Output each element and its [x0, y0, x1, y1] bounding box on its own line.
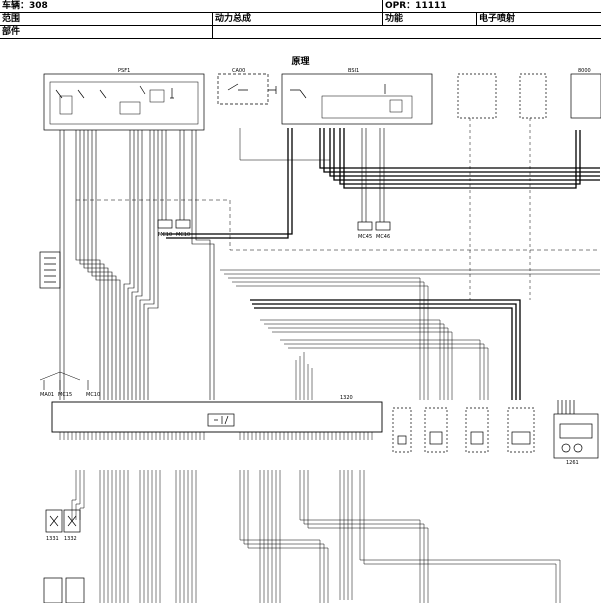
sensor-box-1: [457, 73, 497, 119]
title-row-3: 部件: [0, 26, 601, 39]
component-8000-box: [570, 73, 601, 119]
opr-label: OPR：11111: [382, 0, 601, 12]
label-1320: 1320: [340, 395, 353, 401]
mc10b-connector: [175, 219, 191, 229]
label-mc10a: MC10: [158, 232, 172, 238]
psf1-box: [43, 73, 205, 131]
bsi1-box: [281, 73, 433, 125]
right-sensor-boxes: [392, 407, 535, 453]
label-mc10c: MC10: [86, 392, 100, 398]
label-1261: 1261: [566, 460, 579, 466]
title-block: 车辆：308 OPR：11111 范围 动力总成 功能 电子喷射 部件 原理: [0, 0, 601, 67]
mc46-connector: [375, 221, 391, 231]
psf1-wires: [59, 130, 215, 400]
part-label: 部件: [2, 27, 21, 37]
diagram-labels: PSF1 CA00 BSI1 1320 8000 1261 1331 1332 …: [40, 68, 591, 542]
ecu-output-pins: [59, 432, 373, 440]
ca00-box: [217, 73, 277, 105]
label-8000: 8000: [578, 68, 591, 74]
ecu-input-wires: [220, 269, 600, 400]
sensor-box-2: [519, 73, 547, 119]
mc10a-connector: [157, 219, 173, 229]
sensor-icon-2: [429, 431, 443, 445]
label-mc46: MC46: [376, 234, 390, 240]
label-mc45: MC45: [358, 234, 372, 240]
ecu-lower-wires: [71, 470, 561, 603]
injector-1332: [63, 509, 81, 533]
label-1331: 1331: [46, 536, 59, 542]
bb00-connector: [39, 251, 61, 289]
injector-1331: [45, 509, 63, 533]
function-label: 功能: [382, 13, 476, 25]
label-psf1: PSF1: [118, 68, 130, 74]
vehicle-label: 车辆：308: [2, 1, 48, 11]
component-1261-box: [553, 400, 599, 459]
part-value: [212, 26, 601, 38]
sensor-icon-1: [397, 435, 407, 445]
label-bsi1: BSI1: [348, 68, 359, 74]
sensor-icon-4: [511, 431, 531, 445]
main-harness: [162, 128, 600, 400]
sensor-icon-3: [470, 431, 484, 445]
lower-component-2: [65, 577, 85, 603]
mc45-connector: [357, 221, 373, 231]
section-title: 原理: [291, 57, 310, 67]
label-1332: 1332: [64, 536, 77, 542]
function-value: 电子喷射: [476, 13, 601, 25]
lower-component-1: [43, 577, 63, 603]
scope-value: 动力总成: [212, 13, 382, 25]
label-mc15: MC15: [58, 392, 72, 398]
scope-label: 范围: [2, 14, 21, 24]
label-ma01: MA01: [40, 392, 54, 398]
ecu-1320-box: [51, 401, 383, 433]
label-ca00: CA00: [232, 68, 245, 74]
title-row-2: 范围 动力总成 功能 电子喷射: [0, 13, 601, 26]
title-row-1: 车辆：308 OPR：11111: [0, 0, 601, 13]
label-mc10b: MC10: [176, 232, 190, 238]
